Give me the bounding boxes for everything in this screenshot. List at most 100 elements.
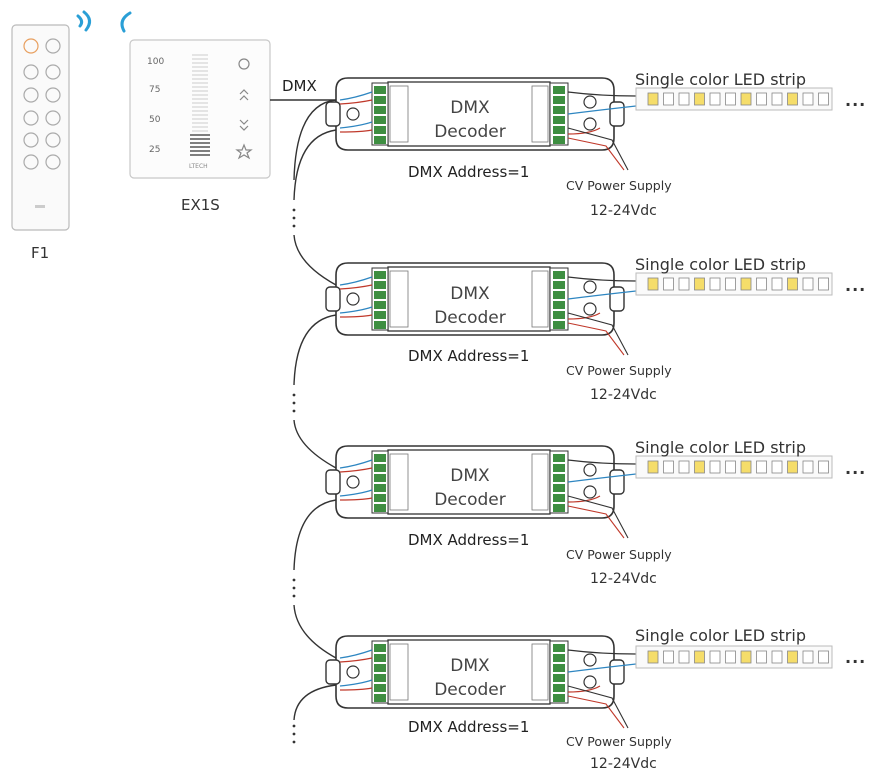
remote-button xyxy=(23,132,39,148)
panel-level-75: 75 xyxy=(149,85,161,95)
input-terminal-pin xyxy=(374,464,386,472)
wire-red xyxy=(339,497,373,501)
output-terminal-pin xyxy=(553,464,565,472)
led-chip xyxy=(818,92,829,106)
led-chip xyxy=(725,92,736,106)
led-chip xyxy=(787,650,798,664)
led-chip xyxy=(802,460,814,474)
led-chip xyxy=(663,650,674,664)
mount-tab-left xyxy=(325,286,341,312)
remote-button xyxy=(23,64,39,80)
wire-blue xyxy=(339,489,373,497)
input-terminal-pin xyxy=(374,504,386,512)
led-chip xyxy=(756,460,767,474)
led-chip xyxy=(694,650,705,664)
input-label-area xyxy=(389,270,409,328)
led-chip xyxy=(663,277,674,291)
panel-level-50: 50 xyxy=(149,115,161,125)
wire-blue xyxy=(339,459,373,469)
continuation-dot xyxy=(292,594,296,598)
input-terminal-pin xyxy=(374,96,386,104)
psu-voltage-2: 12-24Vdc xyxy=(590,387,657,403)
input-terminal-pin xyxy=(374,664,386,672)
input-terminal-pin xyxy=(374,644,386,652)
panel-level-25: 25 xyxy=(149,145,161,155)
led-chip xyxy=(740,460,752,474)
led-chip xyxy=(678,92,690,106)
decoder-address-3: DMX Address=1 xyxy=(408,531,530,549)
psu-wire xyxy=(567,505,625,539)
input-terminal-pin xyxy=(374,474,386,482)
led-chip xyxy=(678,460,690,474)
input-label-area xyxy=(389,85,409,143)
wire-red xyxy=(339,687,373,691)
led-chip xyxy=(740,92,752,106)
mount-hole xyxy=(583,653,597,667)
output-terminal-pin xyxy=(553,644,565,652)
mount-tab-right xyxy=(609,286,625,312)
input-terminal-pin xyxy=(374,291,386,299)
output-terminal-pin xyxy=(553,684,565,692)
input-terminal-pin xyxy=(374,484,386,492)
wire-out-blue xyxy=(567,105,637,115)
input-terminal-pin xyxy=(374,86,386,94)
output-terminal-pin xyxy=(553,474,565,482)
wire-red xyxy=(339,284,373,290)
wire-red xyxy=(339,314,373,318)
bus-segment xyxy=(293,314,337,386)
input-terminal-pin xyxy=(374,281,386,289)
output-terminal-pin xyxy=(553,96,565,104)
led-chip xyxy=(802,650,814,664)
output-terminal-pin xyxy=(553,454,565,462)
output-label-area xyxy=(531,85,549,143)
output-terminal-pin xyxy=(553,664,565,672)
input-terminal-pin xyxy=(374,311,386,319)
output-terminal-pin xyxy=(553,674,565,682)
continuation-dot xyxy=(292,393,296,397)
psu-voltage-4: 12-24Vdc xyxy=(590,756,657,772)
wire-out-blue xyxy=(567,663,637,673)
continuation-dot xyxy=(292,724,296,728)
wire-blue xyxy=(339,121,373,129)
mount-hole xyxy=(346,475,360,489)
output-terminal-pin xyxy=(553,694,565,702)
led-chip xyxy=(709,92,721,106)
mount-hole xyxy=(583,95,597,109)
led-chip xyxy=(678,650,690,664)
output-terminal-pin xyxy=(553,281,565,289)
output-terminal-pin xyxy=(553,126,565,134)
mount-hole xyxy=(583,485,597,499)
led-chip xyxy=(771,92,783,106)
psu-wire xyxy=(567,322,625,356)
remote-button xyxy=(45,110,61,126)
strip-label-3: Single color LED strip xyxy=(635,438,806,457)
led-chip xyxy=(818,460,829,474)
panel-brand: LTECH xyxy=(189,163,208,170)
decoder-address-2: DMX Address=1 xyxy=(408,347,530,365)
decoder-unit-3 xyxy=(325,445,833,539)
mount-tab-right xyxy=(609,101,625,127)
continuation-dot xyxy=(292,224,296,228)
input-terminal-pin xyxy=(374,321,386,329)
strip-more-4: ··· xyxy=(845,652,867,671)
mount-hole xyxy=(583,463,597,477)
mount-hole xyxy=(583,117,597,131)
output-label-area xyxy=(531,643,549,701)
led-chip xyxy=(663,92,674,106)
strip-label-1: Single color LED strip xyxy=(635,70,806,89)
output-terminal-pin xyxy=(553,106,565,114)
panel-level-100: 100 xyxy=(147,57,165,67)
remote-button xyxy=(23,154,39,170)
decoder-address-1: DMX Address=1 xyxy=(408,163,530,181)
wire-out-red xyxy=(567,312,601,320)
remote-button xyxy=(45,132,61,148)
mount-hole xyxy=(583,675,597,689)
remote-button xyxy=(45,154,61,170)
psu-wire xyxy=(567,685,629,729)
wire-red xyxy=(339,467,373,473)
